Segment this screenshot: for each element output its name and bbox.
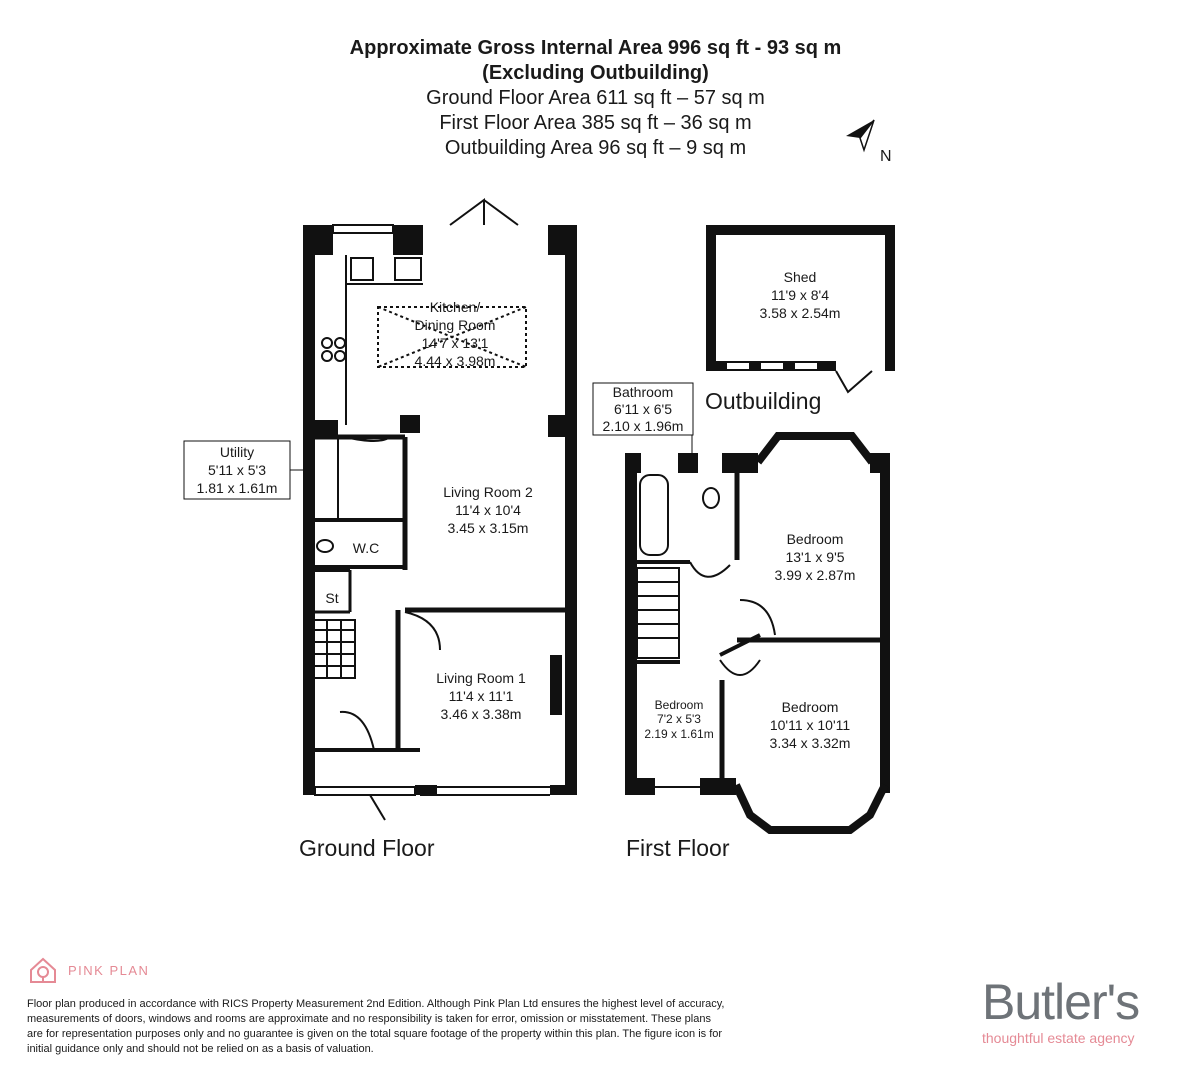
- bathroom-imperial: 6'11 x 6'5: [614, 401, 672, 417]
- utility-name: Utility: [220, 444, 254, 460]
- bedroom-small-imperial: 7'2 x 5'3: [657, 712, 701, 726]
- ground-floor-label: Ground Floor: [299, 835, 435, 861]
- bedroom-small-metric: 2.19 x 1.61m: [644, 727, 713, 741]
- pink-plan-logo: PINK PLAN: [28, 956, 149, 984]
- north-label: N: [880, 148, 892, 165]
- utility-metric: 1.81 x 1.61m: [197, 480, 278, 496]
- pink-plan-text: PINK PLAN: [68, 962, 150, 978]
- gross-area-title: Approximate Gross Internal Area 996 sq f…: [349, 37, 842, 59]
- north-arrow-icon: [846, 119, 875, 153]
- disclaimer-text: Floor plan produced in accordance with R…: [27, 998, 725, 1055]
- kitchen-name-2: Dining Room: [415, 317, 496, 333]
- bedroom-rear-imperial: 13'1 x 9'5: [785, 549, 844, 565]
- outbuilding-area: Outbuilding Area 96 sq ft – 9 sq m: [444, 137, 747, 159]
- bathroom-metric: 2.10 x 1.96m: [603, 418, 684, 434]
- ground-floor-walls: [303, 198, 577, 821]
- store-name: St: [325, 590, 338, 606]
- utility-imperial: 5'11 x 5'3: [208, 462, 266, 478]
- bedroom-front-imperial: 10'11 x 10'11: [770, 717, 851, 733]
- utility-label-box: [183, 440, 291, 500]
- first-floor-walls: [625, 432, 890, 834]
- shed-metric: 3.58 x 2.54m: [760, 305, 841, 321]
- first-floor-label: First Floor: [626, 835, 730, 861]
- living2-imperial: 11'4 x 10'4: [455, 502, 521, 518]
- area-summary: Approximate Gross Internal Area 996 sq f…: [0, 36, 1191, 161]
- living1-name: Living Room 1: [436, 670, 526, 686]
- shed-imperial: 11'9 x 8'4: [771, 287, 829, 303]
- shed-name: Shed: [784, 269, 817, 285]
- first-floor-area: First Floor Area 385 sq ft – 36 sq m: [439, 112, 752, 134]
- living2-metric: 3.45 x 3.15m: [448, 520, 529, 536]
- butlers-logo: Butler's thoughtful estate agency: [982, 974, 1140, 1046]
- bathroom-label-box: [592, 382, 694, 436]
- bedroom-front-metric: 3.34 x 3.32m: [770, 735, 851, 751]
- shed-walls: [706, 225, 895, 394]
- outbuilding-label: Outbuilding: [705, 388, 822, 414]
- ground-floor-area: Ground Floor Area 611 sq ft – 57 sq m: [426, 87, 765, 109]
- bedroom-rear-metric: 3.99 x 2.87m: [775, 567, 856, 583]
- living2-name: Living Room 2: [443, 484, 533, 500]
- bedroom-small-name: Bedroom: [655, 698, 704, 712]
- excluding-note: (Excluding Outbuilding): [482, 62, 709, 84]
- bedroom-rear-name: Bedroom: [787, 531, 844, 547]
- bathroom-name: Bathroom: [613, 384, 674, 400]
- kitchen-name-1: Kitchen/: [430, 299, 481, 315]
- living1-metric: 3.46 x 3.38m: [441, 706, 522, 722]
- living1-imperial: 11'4 x 11'1: [449, 688, 514, 704]
- wc-name: W.C: [353, 540, 379, 556]
- kitchen-imperial: 14'7 x 13'1: [422, 335, 489, 351]
- brand-tagline: thoughtful estate agency: [982, 1030, 1135, 1046]
- pink-plan-house-icon: [30, 957, 56, 983]
- bedroom-front-name: Bedroom: [782, 699, 839, 715]
- brand-name: Butler's: [982, 974, 1140, 1030]
- kitchen-metric: 4.44 x 3.98m: [415, 353, 496, 369]
